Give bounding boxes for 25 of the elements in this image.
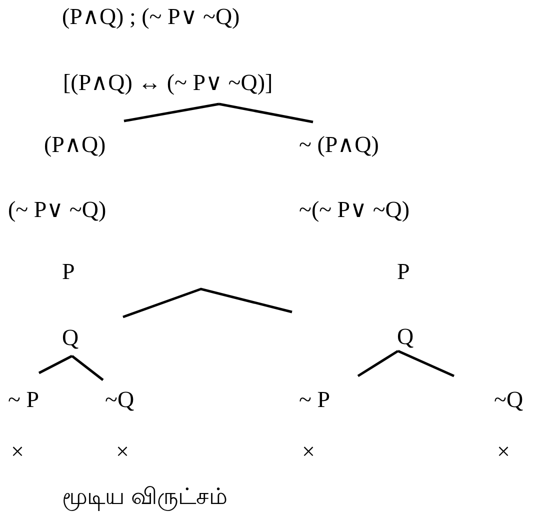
cross-mark: × xyxy=(497,439,510,465)
caption: மூடிய விருட்சம் xyxy=(62,484,228,510)
formula: ~Q xyxy=(494,387,524,413)
formula: P xyxy=(397,259,410,285)
cross-mark: × xyxy=(116,439,129,465)
formula: (P∧Q) xyxy=(44,132,106,158)
formula: Q xyxy=(397,324,414,350)
formula: ~Q xyxy=(105,387,134,413)
cross-mark: × xyxy=(302,439,315,465)
formula: P xyxy=(62,259,75,285)
branch-line xyxy=(71,355,104,381)
formula: Q xyxy=(62,325,79,351)
formula: ~ P xyxy=(299,387,330,413)
formula: [(P∧Q) ↔ (~ P∨ ~Q)] xyxy=(63,70,273,96)
heading-formula: (P∧Q) ; (~ P∨ ~Q) xyxy=(62,4,240,30)
formula: ~ P xyxy=(8,387,39,413)
branch-line xyxy=(357,350,399,378)
formula: ~(~ P∨ ~Q) xyxy=(299,197,410,223)
branch-line xyxy=(218,102,314,124)
branch-line xyxy=(124,102,220,122)
formula: (~ P∨ ~Q) xyxy=(8,197,106,223)
formula: ~ (P∧Q) xyxy=(299,132,379,158)
branch-line xyxy=(38,354,73,374)
cross-mark: × xyxy=(11,439,24,465)
branch-line xyxy=(398,350,454,378)
